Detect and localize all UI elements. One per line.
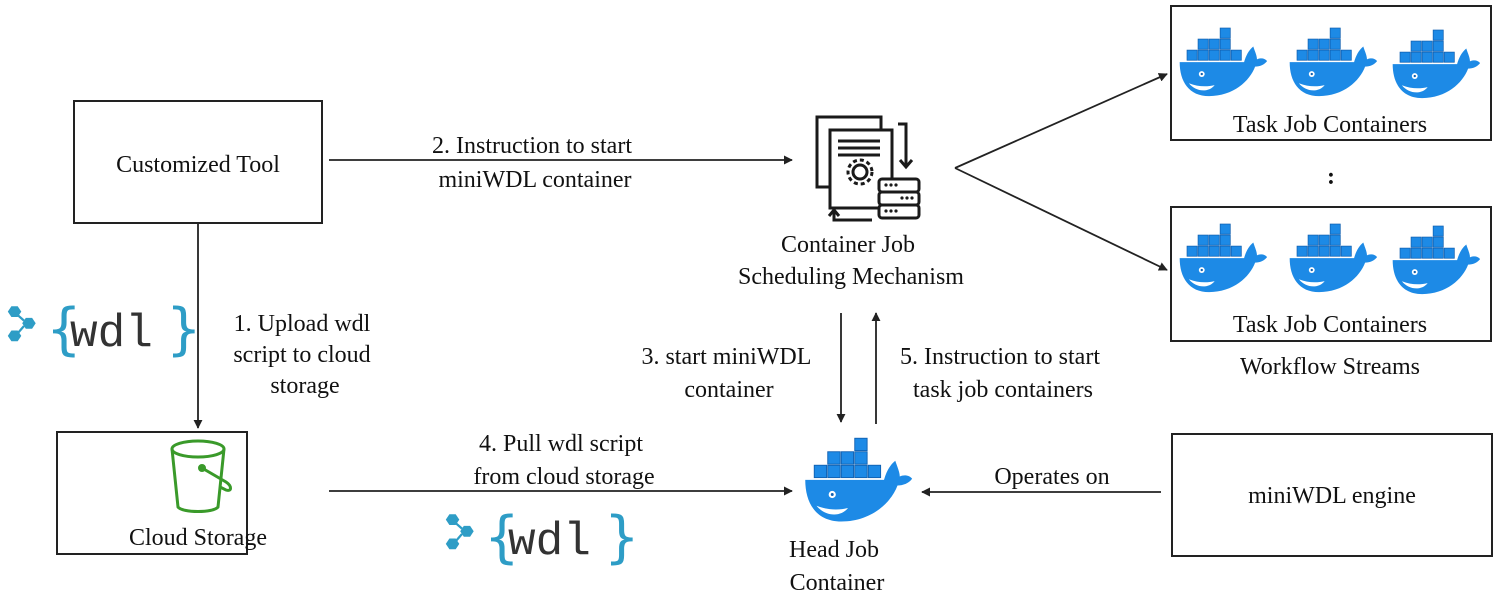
task-group-1-label: Task Job Containers [1233, 112, 1427, 138]
head-job-node: Head Job Container [789, 437, 913, 596]
edge-step2-label: 2. Instruction to start miniWDL containe… [432, 133, 638, 193]
wdl-logo: { wdl } [444, 505, 640, 570]
edge-fanout1 [954, 73, 1168, 169]
server-dots [884, 183, 914, 213]
edge-operates-label: Operates on [994, 464, 1109, 490]
edge-step1: 1. Upload wdl script to cloud storage [193, 223, 376, 429]
edge-step1-label: 1. Upload wdl script to cloud storage [233, 311, 376, 399]
scheduler-node: Container Job Scheduling Mechanism [738, 115, 964, 290]
wdl-logo: { wdl } [6, 297, 202, 362]
wdl-hexagon-icon [6, 305, 37, 343]
edge-step5: 5. Instruction to start task job contain… [871, 312, 1106, 424]
wdl-close-brace: } [166, 297, 202, 362]
edge-step3-label: 3. start miniWDL container [641, 344, 816, 403]
wdl-open-brace: { [484, 505, 520, 570]
wdl-hexagon-icon [444, 513, 475, 551]
edge-operates: Operates on [921, 464, 1161, 497]
head-job-label: Head Job Container [789, 537, 885, 596]
cloud-storage-label: Cloud Storage [129, 525, 267, 551]
job-scheduler-icon [815, 115, 921, 222]
wdl-close-brace: } [604, 505, 640, 570]
wdl-open-brace: { [46, 297, 82, 362]
ellipsis: : [1327, 164, 1335, 190]
edge-fanout2 [954, 167, 1168, 271]
wdl-text: wdl [70, 308, 153, 360]
customized-tool-node: Customized Tool [73, 100, 323, 224]
miniwdl-engine-label: miniWDL engine [1248, 483, 1416, 509]
edge-step5-label: 5. Instruction to start task job contain… [900, 344, 1106, 403]
edge-step4-label: 4. Pull wdl script from cloud storage [473, 431, 654, 490]
edge-step4: 4. Pull wdl script from cloud storage [329, 431, 793, 496]
task-group-2-label: Task Job Containers [1233, 312, 1427, 338]
workflow-streams-label: Workflow Streams [1240, 354, 1420, 380]
wdl-text: wdl [508, 516, 591, 568]
edge-step3: 3. start miniWDL container [641, 313, 846, 423]
edge-fanout [954, 73, 1168, 271]
edge-step2: 2. Instruction to start miniWDL containe… [329, 133, 793, 193]
miniwdl-engine-node: miniWDL engine [1171, 433, 1493, 557]
task-group-1: Task Job Containers [1170, 5, 1492, 141]
cloud-storage-node: Cloud Storage [56, 431, 267, 555]
customized-tool-label: Customized Tool [116, 152, 280, 178]
scheduler-label: Container Job Scheduling Mechanism [738, 232, 964, 290]
bucket-icon [170, 439, 232, 513]
task-group-2: Task Job Containers [1170, 206, 1492, 342]
docker-whale-icon [804, 437, 913, 523]
